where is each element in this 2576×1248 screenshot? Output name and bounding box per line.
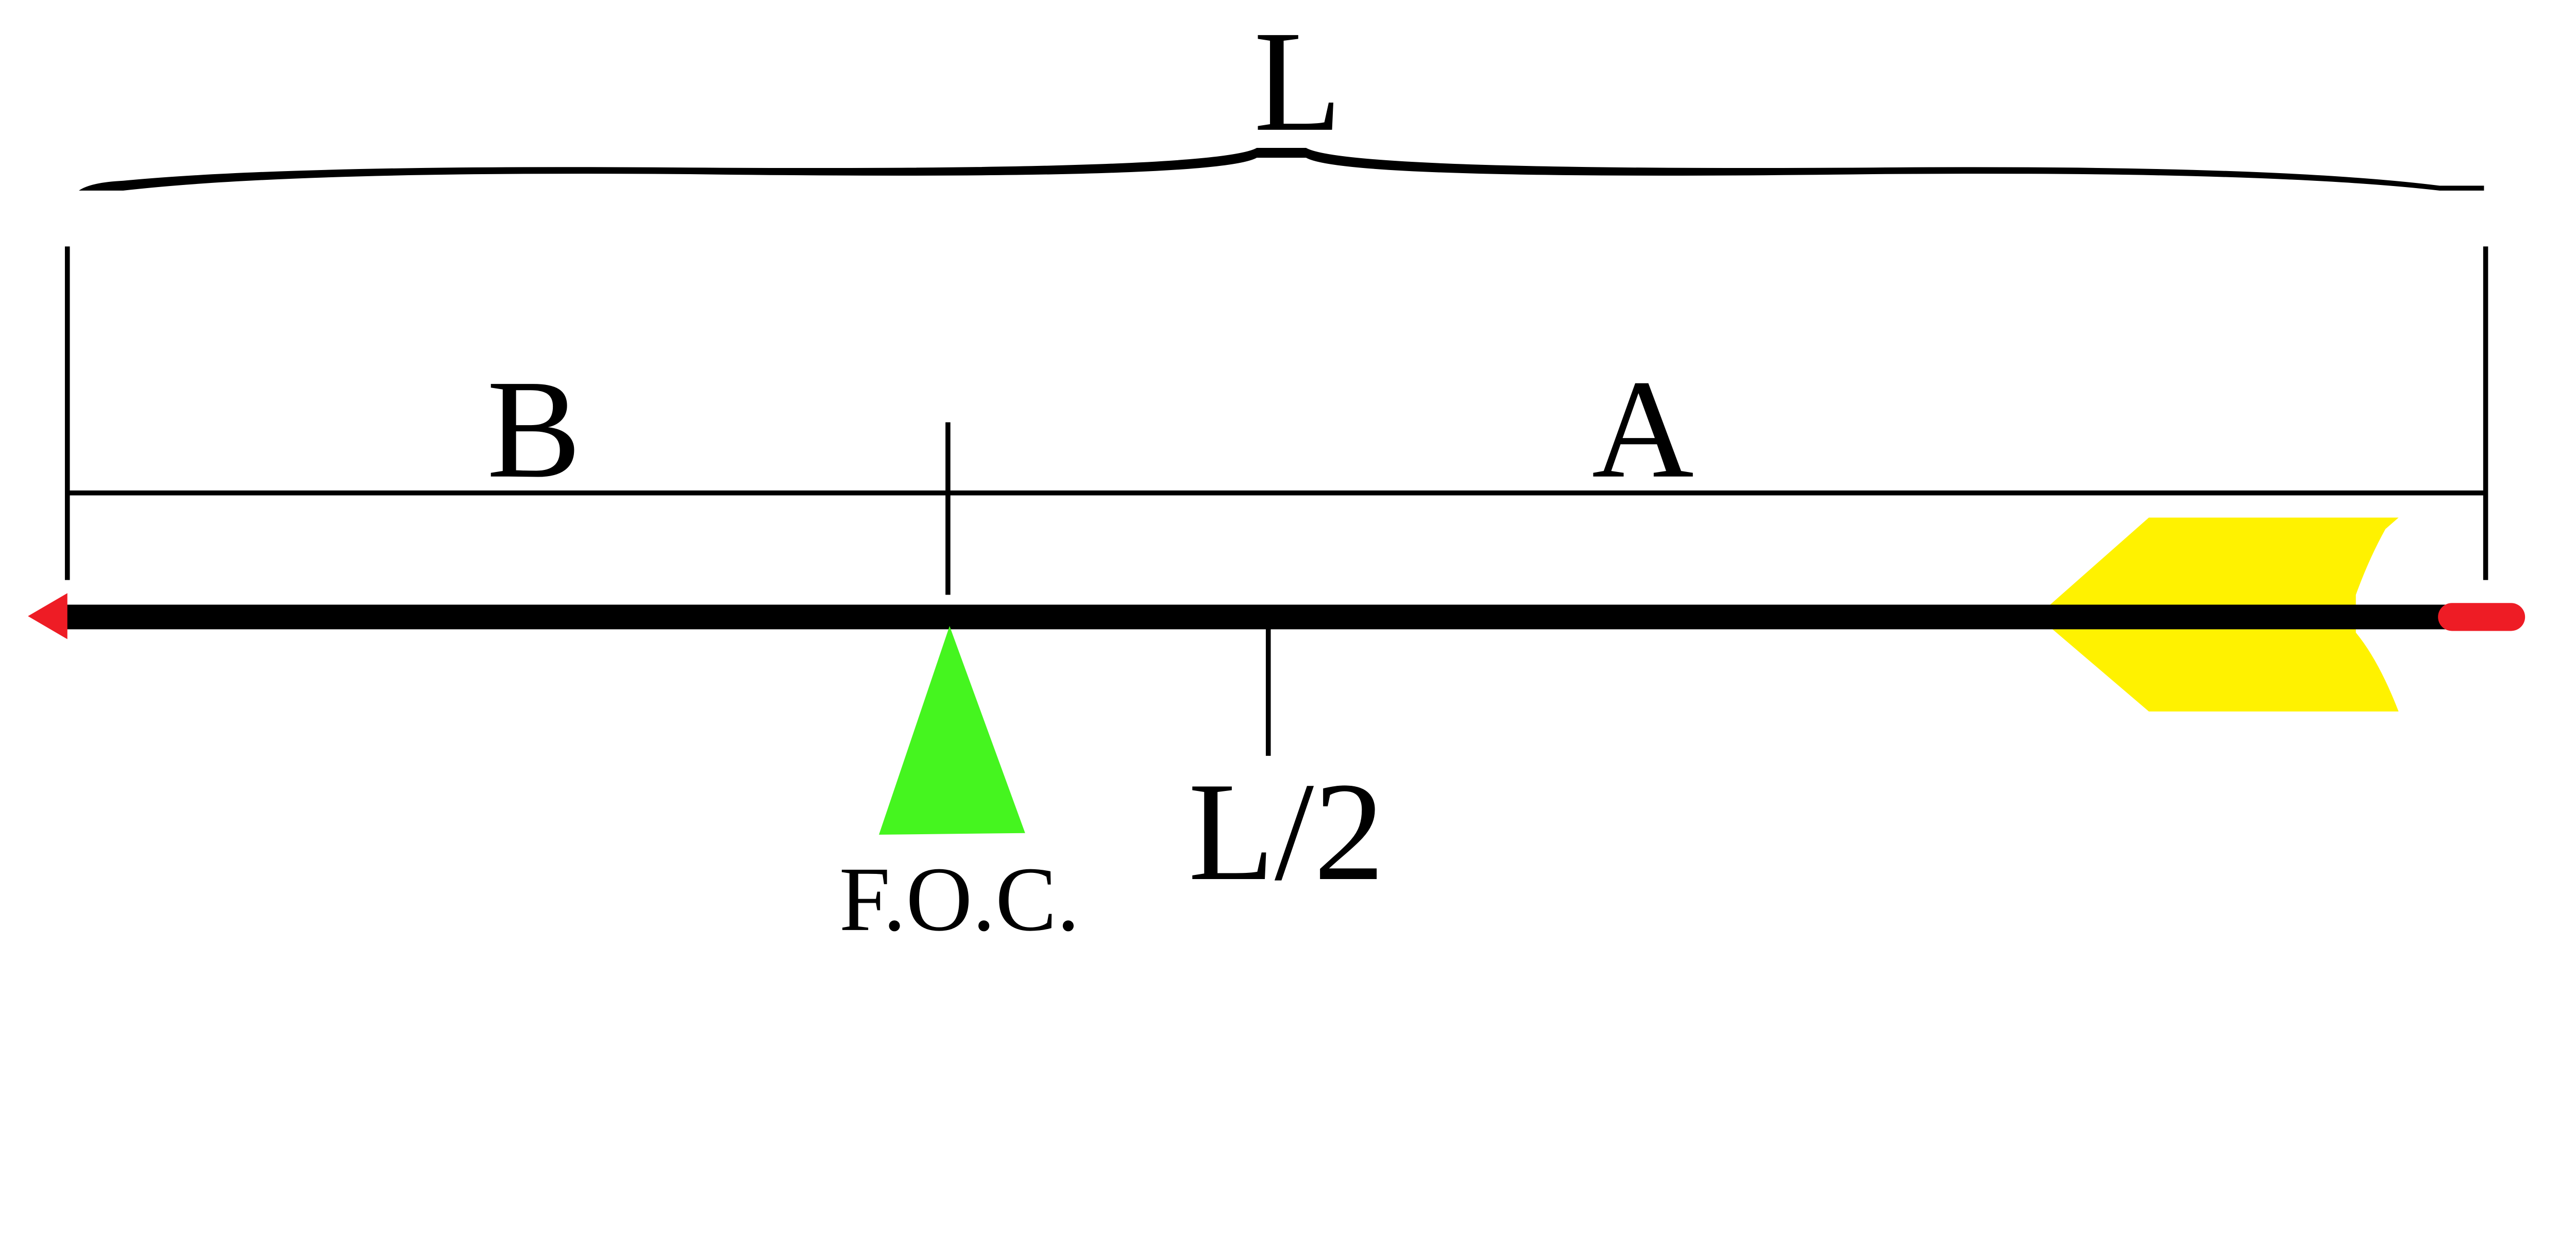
- label-half-length: L/2: [1188, 754, 1384, 910]
- left-end-marker: [64, 246, 70, 580]
- label-a: A: [1592, 351, 1694, 508]
- fletching: [2037, 517, 2399, 616]
- fletching-lower: [2037, 616, 2399, 712]
- half-length-tick: [1265, 624, 1271, 756]
- arrow-shaft: [62, 604, 2453, 630]
- length-brace: [79, 147, 2484, 191]
- arrow-foc-diagram: L B A L/2 F.O.C.: [28, 1, 2526, 950]
- arrowhead: [28, 593, 67, 639]
- balance-point-triangle: [878, 626, 1025, 835]
- label-l: L: [1253, 1, 1342, 161]
- balance-tick: [945, 422, 951, 595]
- right-end-marker: [2483, 246, 2488, 580]
- nock: [2438, 603, 2526, 631]
- label-b: B: [487, 351, 581, 508]
- measurement-line: [67, 490, 2486, 496]
- label-foc: F.O.C.: [839, 848, 1080, 950]
